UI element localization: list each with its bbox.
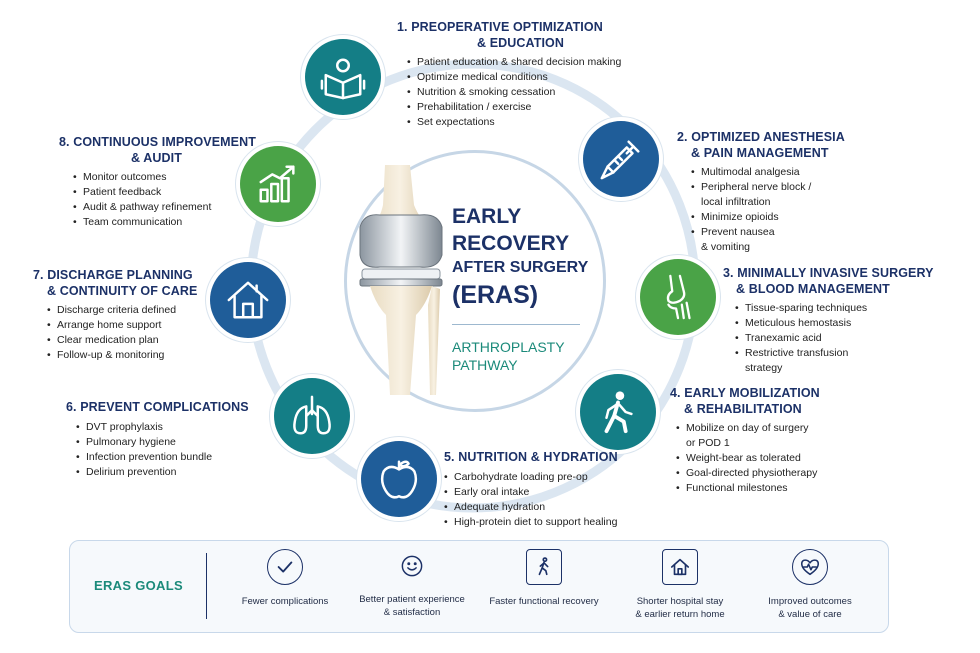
step-title-line: 3. MINIMALLY INVASIVE SURGERY (723, 266, 934, 280)
step-bullet: Early oral intake (444, 485, 618, 500)
reading-person-icon (305, 39, 381, 115)
goal-text-line1: Shorter hospital stay (636, 596, 724, 607)
step-bullet: Peripheral nerve block / (691, 180, 845, 195)
center-title-eras: (ERAS) (452, 281, 539, 309)
step-bullet: Minimize opioids (691, 210, 845, 225)
center-divider (452, 324, 580, 325)
step-bullet: Pulmonary hygiene (76, 435, 249, 450)
knee-joint-icon (640, 259, 716, 335)
heart-pulse-icon (792, 549, 828, 585)
step-title-line: 8. CONTINUOUS IMPROVEMENT (59, 135, 256, 149)
step-bullet: Optimize medical conditions (407, 70, 621, 85)
eras-goals-label: ERAS GOALS (94, 578, 183, 593)
step-bullet: Tissue-sparing techniques (735, 301, 934, 316)
step-bullet: Weight-bear as tolerated (676, 451, 820, 466)
step-bullet: DVT prophylaxis (76, 420, 249, 435)
step-title-line: 6. PREVENT COMPLICATIONS (66, 400, 249, 414)
step-preoperative-optimization: 1. PREOPERATIVE OPTIMIZATION& EDUCATION … (397, 20, 621, 130)
walking-person-icon (526, 549, 562, 585)
home-icon (662, 549, 698, 585)
step-bullet: Prevent nausea (691, 225, 845, 240)
goal-improved-outcomes: Improved outcomes& value of care (740, 549, 880, 621)
goal-better-experience: Better patient experience& satisfaction (342, 549, 482, 619)
step-bullet: Infection prevention bundle (76, 450, 249, 465)
step-bullet: or POD 1 (686, 437, 730, 449)
eras-goals-panel: ERAS GOALS Fewer complications Better pa… (69, 540, 889, 633)
step-bullet: Audit & pathway refinement (73, 200, 256, 215)
step-bullet: Patient education & shared decision maki… (407, 55, 621, 70)
pathway-label-line2: PATHWAY (452, 357, 518, 373)
goal-text-line2: & earlier return home (635, 608, 725, 620)
step-bullet: strategy (745, 362, 783, 374)
goal-text-line1: Faster functional recovery (489, 596, 599, 607)
lungs-icon (274, 378, 350, 454)
step-title-line: & CONTINUITY OF CARE (47, 283, 198, 298)
step-title-line: 1. PREOPERATIVE OPTIMIZATION (397, 20, 603, 34)
goal-shorter-stay: Shorter hospital stay& earlier return ho… (610, 549, 750, 621)
step-prevent-complications: 6. PREVENT COMPLICATIONS DVT prophylaxis… (66, 400, 249, 480)
step-bullet: Carbohydrate loading pre-op (444, 470, 618, 485)
step-title-line: & REHABILITATION (684, 401, 802, 416)
step-bullet: Multimodal analgesia (691, 165, 845, 180)
step-bullet: Nutrition & smoking cessation (407, 85, 621, 100)
step-bullet: Mobilize on day of surgery (676, 421, 820, 436)
step-optimized-anesthesia: 2. OPTIMIZED ANESTHESIA& PAIN MANAGEMENT… (677, 130, 845, 255)
home-icon (210, 262, 286, 338)
step-title-line: & EDUCATION (477, 35, 564, 50)
goal-text-line1: Fewer complications (241, 596, 329, 607)
step-bullet: & vomiting (701, 241, 751, 253)
goal-fewer-complications: Fewer complications (215, 549, 355, 609)
step-bullet: Restrictive transfusion (735, 346, 934, 361)
step-nutrition-hydration: 5. NUTRITION & HYDRATION Carbohydrate lo… (444, 450, 618, 530)
checkmark-icon (267, 549, 303, 585)
walking-person-icon (580, 374, 656, 450)
step-early-mobilization: 4. EARLY MOBILIZATION& REHABILITATION Mo… (670, 386, 820, 496)
step-bullet: Monitor outcomes (73, 170, 256, 185)
step-bullet: Prehabilitation / exercise (407, 100, 621, 115)
step-minimally-invasive-surgery: 3. MINIMALLY INVASIVE SURGERY& BLOOD MAN… (723, 266, 934, 376)
step-title-line: 4. EARLY MOBILIZATION (670, 386, 820, 400)
step-title-line: & PAIN MANAGEMENT (691, 145, 829, 160)
apple-icon (361, 441, 437, 517)
step-title-line: 5. NUTRITION & HYDRATION (444, 450, 618, 464)
center-title-after-surgery: AFTER SURGERY (452, 259, 589, 276)
syringe-icon (583, 121, 659, 197)
goal-text-line1: Improved outcomes (768, 596, 852, 607)
goal-text-line2: & value of care (778, 608, 842, 620)
goals-divider (206, 553, 207, 619)
step-bullet: Adequate hydration (444, 500, 618, 515)
step-bullet: Tranexamic acid (735, 331, 934, 346)
knee-implant-illustration (359, 165, 443, 395)
pathway-label-line1: ARTHROPLASTY (452, 339, 565, 355)
step-bullet: Discharge criteria defined (47, 303, 197, 318)
goal-text-line1: Better patient experience (359, 594, 465, 605)
step-continuous-improvement: 8. CONTINUOUS IMPROVEMENT& AUDIT Monitor… (59, 135, 256, 230)
step-bullet: Meticulous hemostasis (735, 316, 934, 331)
goal-text-line2: & satisfaction (383, 606, 441, 618)
step-bullet: Functional milestones (676, 481, 820, 496)
center-title-recovery: RECOVERY (452, 232, 570, 255)
step-bullet: Set expectations (407, 115, 621, 130)
step-bullet: Delirium prevention (76, 465, 249, 480)
step-title-line: & BLOOD MANAGEMENT (736, 281, 890, 296)
step-bullet: Goal-directed physiotherapy (676, 466, 820, 481)
step-title-line: 7. DISCHARGE PLANNING (33, 268, 193, 282)
smiley-icon (395, 549, 429, 583)
step-discharge-planning: 7. DISCHARGE PLANNING& CONTINUITY OF CAR… (33, 268, 197, 363)
goal-faster-recovery: Faster functional recovery (474, 549, 614, 609)
step-bullet: Follow-up & monitoring (47, 348, 197, 363)
step-bullet: Clear medication plan (47, 333, 197, 348)
step-bullet: High-protein diet to support healing (444, 515, 618, 530)
step-bullet: Patient feedback (73, 185, 256, 200)
step-title-line: 2. OPTIMIZED ANESTHESIA (677, 130, 845, 144)
step-bullet: Arrange home support (47, 318, 197, 333)
center-title-early: EARLY (452, 205, 522, 228)
step-bullet: local infiltration (701, 196, 771, 208)
step-bullet: Team communication (73, 215, 256, 230)
step-title-line: & AUDIT (131, 150, 182, 165)
